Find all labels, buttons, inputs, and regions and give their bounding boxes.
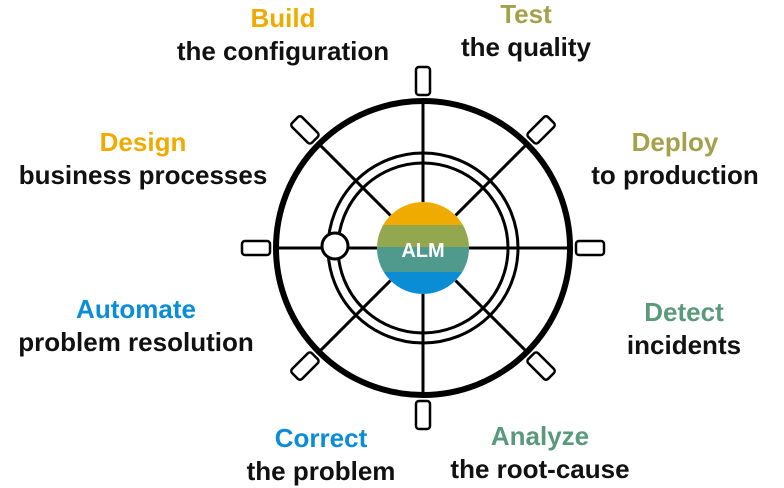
small-marker-circle xyxy=(320,231,350,261)
phase-automate: Automate problem resolution xyxy=(18,293,253,359)
phase-automate-verb: Automate xyxy=(76,294,196,324)
phase-test: Test the quality xyxy=(461,0,591,64)
spoke-se xyxy=(454,279,529,354)
hub-band-3 xyxy=(377,247,469,272)
wheel-handles xyxy=(240,65,606,431)
outer-rim xyxy=(273,98,573,398)
phase-automate-desc: problem resolution xyxy=(18,327,254,357)
phase-test-desc: the quality xyxy=(460,32,592,62)
phase-build: Build the configuration xyxy=(177,2,389,68)
handle-sw xyxy=(290,351,320,381)
handle-s xyxy=(414,399,432,431)
spoke-sw xyxy=(317,279,392,354)
phase-detect: Detect incidents xyxy=(627,296,741,362)
phase-analyze: Analyze the root-cause xyxy=(450,420,629,486)
phase-design-desc: business processes xyxy=(18,160,268,190)
phase-correct-desc: the problem xyxy=(246,456,396,486)
handle-w xyxy=(240,239,272,257)
phase-design: Design business processes xyxy=(19,126,268,192)
handle-nw xyxy=(290,115,320,145)
phase-build-verb: Build xyxy=(250,3,316,33)
handle-se xyxy=(526,351,556,381)
hub-band-2 xyxy=(377,225,469,247)
phase-design-verb: Design xyxy=(99,127,187,157)
phase-detect-verb: Detect xyxy=(644,297,724,327)
hub-band-1 xyxy=(377,202,469,225)
handle-ne xyxy=(526,115,556,145)
phase-deploy-verb: Deploy xyxy=(631,127,719,157)
spoke-ne xyxy=(454,142,529,217)
hub-band-4 xyxy=(377,272,469,294)
spoke-nw xyxy=(317,142,392,217)
hub-label: ALM xyxy=(401,240,444,262)
phase-build-desc: the configuration xyxy=(176,36,390,66)
phase-analyze-verb: Analyze xyxy=(490,421,590,451)
phase-deploy-desc: to production xyxy=(591,160,759,190)
phase-correct-verb: Correct xyxy=(274,423,368,453)
phase-analyze-desc: the root-cause xyxy=(450,454,630,484)
handle-e xyxy=(574,239,606,257)
phase-correct: Correct the problem xyxy=(247,422,396,488)
handle-n xyxy=(414,65,432,97)
phase-deploy: Deploy to production xyxy=(591,126,759,192)
phase-detect-desc: incidents xyxy=(626,330,742,360)
phase-test-verb: Test xyxy=(500,0,552,29)
